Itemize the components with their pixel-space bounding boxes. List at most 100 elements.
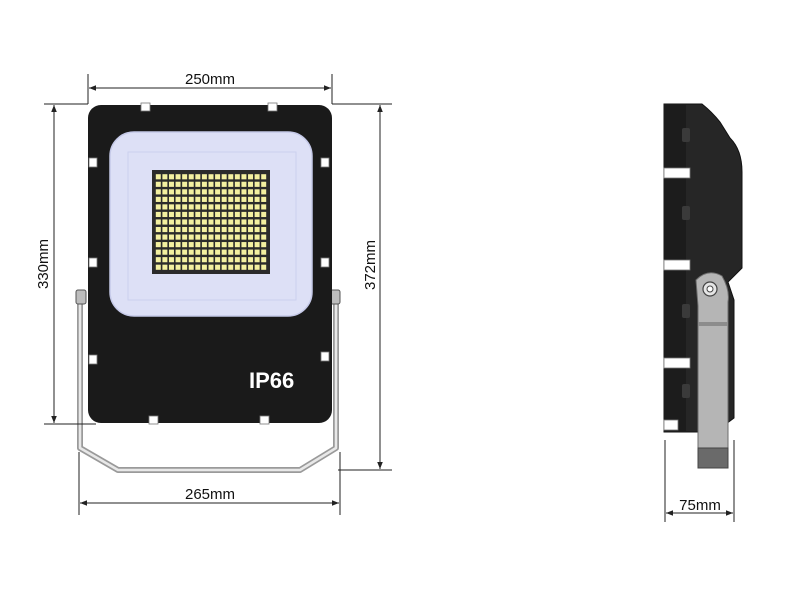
led-chip: [201, 257, 207, 263]
led-chip: [261, 234, 267, 240]
led-chip: [241, 181, 247, 187]
led-chip: [261, 219, 267, 225]
led-chip: [208, 234, 214, 240]
led-chip: [208, 204, 214, 210]
led-chip: [195, 226, 201, 233]
led-chip: [168, 189, 174, 195]
led-chip: [248, 189, 254, 195]
led-chip: [182, 219, 188, 225]
led-chip: [168, 234, 174, 240]
led-chip: [182, 211, 188, 218]
front-view: IP66: [75, 102, 341, 473]
led-chip: [254, 257, 260, 263]
led-chip: [215, 242, 221, 248]
led-chip: [261, 174, 267, 180]
led-chip: [168, 174, 174, 180]
led-chip: [182, 234, 188, 240]
led-chip: [241, 219, 247, 225]
led-chip: [215, 204, 221, 210]
led-chip: [228, 249, 234, 255]
led-chip: [254, 204, 260, 210]
led-chip: [155, 196, 161, 202]
led-chip: [162, 264, 168, 270]
led-chip: [208, 196, 214, 202]
led-chip: [168, 181, 174, 187]
led-chip: [195, 196, 201, 202]
side-bracket: [695, 272, 729, 449]
dimension-total-height: 372mm: [362, 240, 379, 290]
housing-clips: [88, 102, 330, 425]
led-chip: [195, 249, 201, 255]
led-chip: [261, 264, 267, 270]
led-chip: [221, 257, 227, 263]
led-chip: [248, 249, 254, 255]
led-chip: [261, 211, 267, 218]
led-chip: [201, 249, 207, 255]
led-chip: [234, 181, 240, 187]
led-chip: [208, 189, 214, 195]
led-chip: [188, 204, 194, 210]
led-chip: [261, 181, 267, 187]
led-chip: [261, 257, 267, 263]
led-chip: [241, 264, 247, 270]
led-chip: [201, 189, 207, 195]
led-chip: [228, 181, 234, 187]
led-chip: [168, 204, 174, 210]
led-chip: [201, 181, 207, 187]
led-chip: [162, 181, 168, 187]
led-chip: [261, 242, 267, 248]
led-chip: [248, 196, 254, 202]
led-chip: [254, 264, 260, 270]
led-chip: [201, 234, 207, 240]
led-chip: [228, 264, 234, 270]
led-chip: [182, 189, 188, 195]
led-chip: [241, 257, 247, 263]
led-chip: [175, 219, 181, 225]
led-chip: [208, 174, 214, 180]
led-chip: [221, 226, 227, 233]
led-chip: [162, 219, 168, 225]
bracket-pivot-left: [75, 289, 87, 305]
led-chip: [175, 211, 181, 218]
side-bracket-foot: [697, 447, 729, 469]
led-chip: [261, 189, 267, 195]
led-chip: [221, 249, 227, 255]
led-chip: [215, 181, 221, 187]
led-chip: [228, 211, 234, 218]
led-chip: [162, 189, 168, 195]
led-chip: [162, 174, 168, 180]
led-array: [155, 174, 267, 270]
led-chip: [241, 242, 247, 248]
led-chip: [195, 181, 201, 187]
led-chip: [208, 226, 214, 233]
led-chip: [254, 211, 260, 218]
led-chip: [241, 204, 247, 210]
led-chip: [155, 219, 161, 225]
side-view: [663, 103, 743, 469]
led-chip: [188, 234, 194, 240]
led-chip: [168, 196, 174, 202]
led-chip: [162, 249, 168, 255]
led-chip: [215, 226, 221, 233]
led-chip: [168, 264, 174, 270]
led-chip: [182, 226, 188, 233]
led-chip: [175, 234, 181, 240]
dimension-bracket-width: 265mm: [185, 486, 235, 503]
led-chip: [221, 189, 227, 195]
led-chip: [261, 196, 267, 202]
led-chip: [195, 219, 201, 225]
led-chip: [241, 226, 247, 233]
led-chip: [228, 234, 234, 240]
led-chip: [234, 219, 240, 225]
led-chip: [215, 189, 221, 195]
led-chip: [248, 234, 254, 240]
led-chip: [215, 264, 221, 270]
led-chip: [228, 174, 234, 180]
led-chip: [254, 234, 260, 240]
led-chip: [201, 242, 207, 248]
led-chip: [175, 196, 181, 202]
led-chip: [215, 196, 221, 202]
led-chip: [208, 242, 214, 248]
led-chip: [195, 211, 201, 218]
led-chip: [188, 226, 194, 233]
